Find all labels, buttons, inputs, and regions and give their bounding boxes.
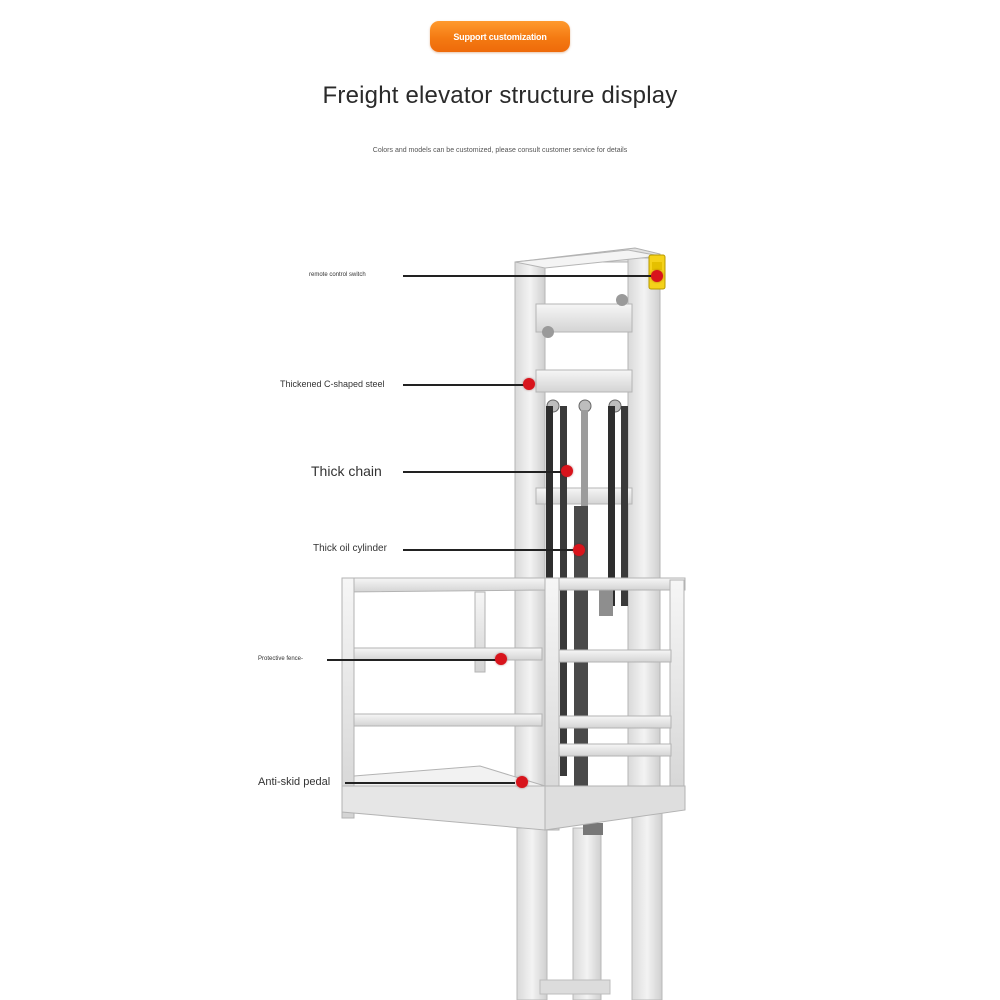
platform-cage xyxy=(341,577,686,831)
marker-cylinder xyxy=(573,544,585,556)
marker-fence xyxy=(495,653,507,665)
callout-line-remote-switch xyxy=(403,275,655,277)
marker-remote-switch xyxy=(651,270,663,282)
callout-line-cylinder xyxy=(403,549,575,551)
callout-line-fence xyxy=(327,659,497,661)
marker-chain xyxy=(561,465,573,477)
label-c-steel: Thickened C-shaped steel xyxy=(280,379,385,389)
label-cylinder: Thick oil cylinder xyxy=(313,543,387,554)
page-title: Freight elevator structure display xyxy=(322,82,678,109)
label-chain: Thick chain xyxy=(311,463,382,479)
badge-text: Support customization xyxy=(453,31,547,42)
marker-pedal xyxy=(516,776,528,788)
callout-line-c-steel xyxy=(403,384,525,386)
main-mast xyxy=(514,247,666,823)
marker-c-steel xyxy=(523,378,535,390)
lower-mast xyxy=(516,809,663,1000)
page-subtitle: Colors and models can be customized, ple… xyxy=(372,147,628,154)
label-fence: Protective fence- xyxy=(258,656,304,662)
support-customization-badge: Support customization xyxy=(430,21,570,52)
callout-line-chain xyxy=(403,471,563,473)
label-remote-switch: remote control switch xyxy=(309,272,366,278)
callout-line-pedal xyxy=(345,782,515,784)
label-pedal: Anti-skid pedal xyxy=(258,776,331,788)
